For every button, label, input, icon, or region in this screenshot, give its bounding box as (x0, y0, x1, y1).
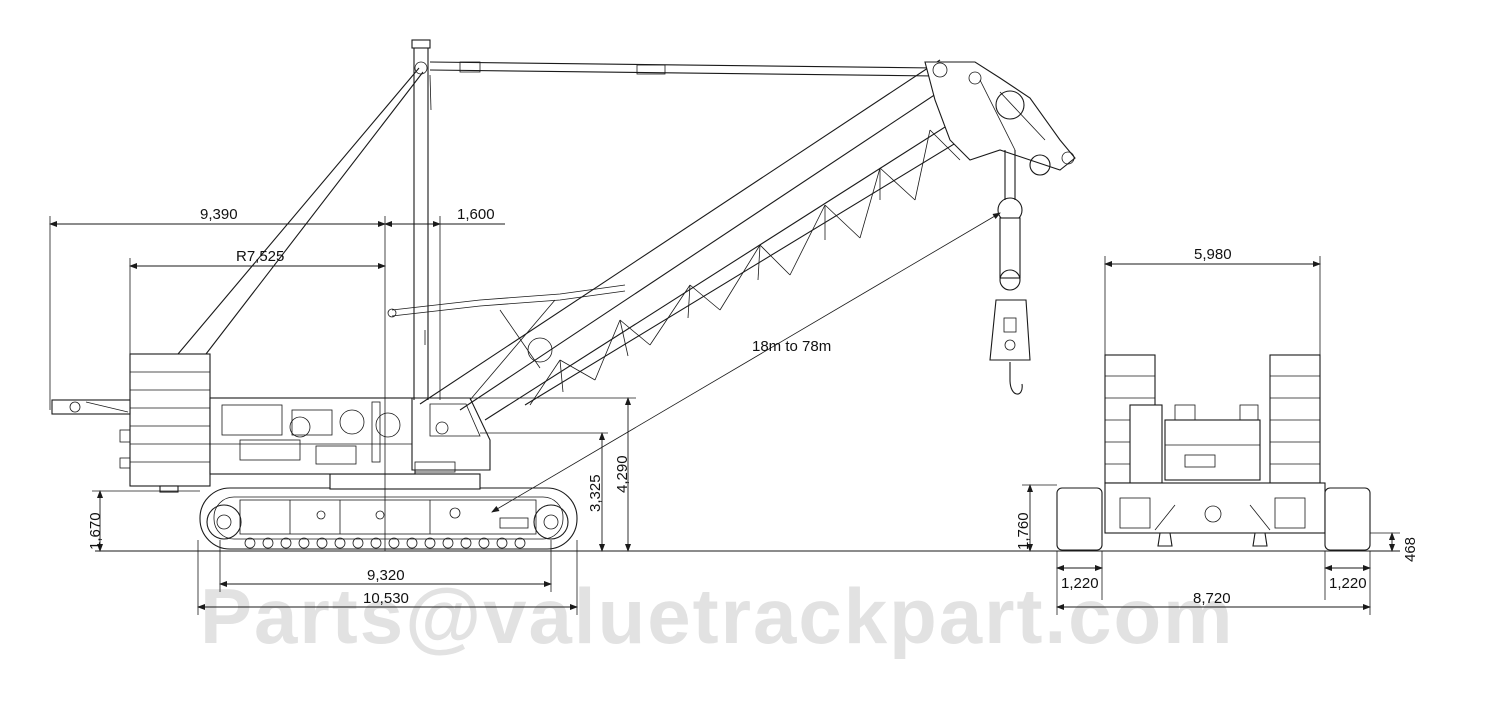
boom-lattice (387, 59, 1011, 421)
dim-ground-clearance: 468 (1402, 537, 1419, 562)
side-dimensions: 9,390 1,600 R7,525 18m to 78m 4,290 3,32… (49, 206, 1001, 615)
dim-tail-radius: R7,525 (236, 248, 284, 265)
track-rollers (244, 537, 526, 549)
rear-carbody (1104, 482, 1326, 547)
left-track-rear (1056, 487, 1103, 551)
rear-dimensions: 5,980 1,760 468 1,220 1,220 8,720 (1015, 246, 1419, 615)
dim-height-cab: 4,290 (614, 455, 631, 493)
dim-carbody-height: 1,760 (1015, 512, 1032, 550)
boom-pendants (429, 61, 936, 77)
dim-mast-offset: 1,600 (457, 206, 495, 223)
dim-tail-reach: 9,390 (200, 206, 238, 223)
crawler-track (199, 487, 578, 550)
boom-head (924, 61, 1076, 176)
rear-view: 5,980 1,760 468 1,220 1,220 8,720 (1015, 246, 1419, 615)
side-view: 9,390 1,600 R7,525 18m to 78m 4,290 3,32… (49, 39, 1076, 615)
upper-structure (209, 397, 416, 475)
dim-left-track-width: 1,220 (1061, 575, 1099, 592)
dim-overall-width: 8,720 (1193, 590, 1231, 607)
self-erect-frame (51, 399, 131, 415)
dim-right-track-width: 1,220 (1329, 575, 1367, 592)
dim-tumbler-centers: 9,320 (367, 567, 405, 584)
counterweight-stack (119, 353, 211, 493)
dim-track-height: 1,670 (87, 512, 104, 550)
dim-counterweight-width: 5,980 (1194, 246, 1232, 263)
dim-height-upper: 3,325 (587, 474, 604, 512)
right-track-rear (1324, 487, 1371, 551)
operator-cab (411, 397, 491, 473)
rear-upper-machinery (1129, 404, 1261, 484)
hook-block (989, 150, 1031, 395)
dim-overall-length: 10,530 (363, 590, 409, 607)
carbody (329, 473, 481, 490)
boom-length-label: 18m to 78m (752, 338, 831, 355)
